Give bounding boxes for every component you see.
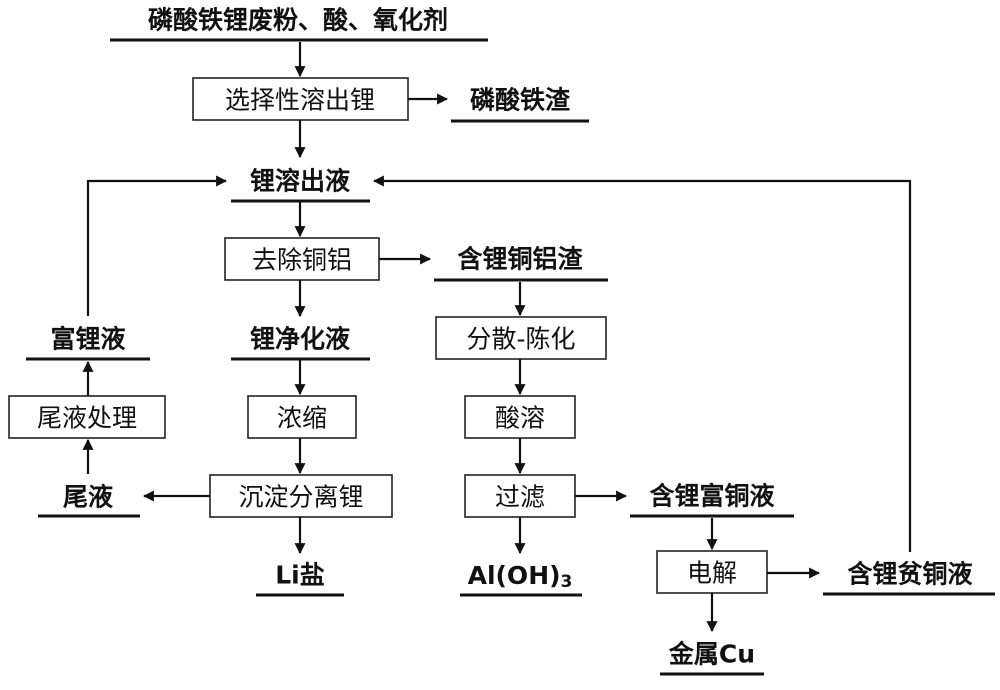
process-label-remove-cu-al: 去除铜铝: [252, 246, 352, 275]
process-label-selective-leach: 选择性溶出锂: [225, 86, 375, 115]
al-hydroxide-subscript: 3: [561, 572, 573, 592]
process-box-concentrate: 浓缩: [247, 395, 357, 439]
stream-li-rich: 富锂液: [26, 325, 150, 361]
stream-li-leachate: 锂溶出液: [231, 167, 370, 203]
stream-label-li-cu-al-residue: 含锂铜铝渣: [457, 245, 583, 274]
process-box-acid-dissolve: 酸溶: [464, 395, 576, 439]
process-box-disperse-age: 分散-陈化: [435, 316, 607, 360]
arrow-li-rich-recycle: [86, 175, 228, 316]
stream-label-al-hydroxide: Al(OH)3: [468, 561, 573, 593]
stream-label-metal-cu: 金属Cu: [668, 640, 755, 669]
stream-label-feed: 磷酸铁锂废粉、酸、氧化剂: [148, 6, 448, 35]
stream-label-iron-phosphate-residue: 磷酸铁渣: [470, 86, 571, 115]
stream-iron-phosphate-residue: 磷酸铁渣: [451, 86, 589, 123]
process-box-remove-cu-al: 去除铜铝: [224, 237, 380, 281]
process-label-disperse-age: 分散-陈化: [466, 325, 575, 354]
process-box-tail-treatment: 尾液处理: [8, 395, 166, 439]
stream-li-cu-rich: 含锂富铜液: [630, 482, 794, 518]
process-box-electrolysis: 电解: [656, 550, 768, 594]
stream-label-li-leachate: 锂溶出液: [250, 167, 350, 196]
process-label-tail-treatment: 尾液处理: [37, 404, 137, 433]
stream-label-li-salt: Li盐: [275, 561, 325, 590]
stream-label-li-purified: 锂净化液: [250, 325, 350, 354]
stream-li-purified: 锂净化液: [231, 325, 370, 361]
stream-label-li-cu-rich: 含锂富铜液: [649, 482, 774, 511]
stream-tail-liquid: 尾液: [38, 483, 140, 518]
process-label-acid-dissolve: 酸溶: [495, 404, 545, 433]
stream-li-salt: Li盐: [256, 561, 344, 597]
stream-al-hydroxide: Al(OH)3: [460, 561, 582, 597]
stream-label-li-rich: 富锂液: [50, 325, 125, 354]
al-hydroxide-formula: Al(OH): [468, 561, 561, 590]
process-label-electrolysis: 电解: [687, 559, 737, 588]
stream-li-cu-poor: 含锂贫铜液: [823, 560, 995, 596]
process-label-concentrate: 浓缩: [277, 404, 327, 433]
process-box-selective-leach: 选择性溶出锂: [192, 77, 409, 121]
stream-metal-cu: 金属Cu: [660, 640, 764, 676]
stream-li-cu-al-residue: 含锂铜铝渣: [434, 245, 608, 282]
arrow-cu-poor-recycle: [372, 175, 912, 552]
stream-label-li-cu-poor: 含锂贫铜液: [847, 560, 972, 589]
process-box-precipitate: 沉淀分离锂: [209, 474, 393, 518]
process-box-filter: 过滤: [464, 474, 576, 518]
process-label-filter: 过滤: [495, 483, 545, 512]
process-label-precipitate: 沉淀分离锂: [238, 483, 363, 512]
stream-label-tail-liquid: 尾液: [63, 483, 113, 512]
stream-feed: 磷酸铁锂废粉、酸、氧化剂: [110, 6, 488, 42]
